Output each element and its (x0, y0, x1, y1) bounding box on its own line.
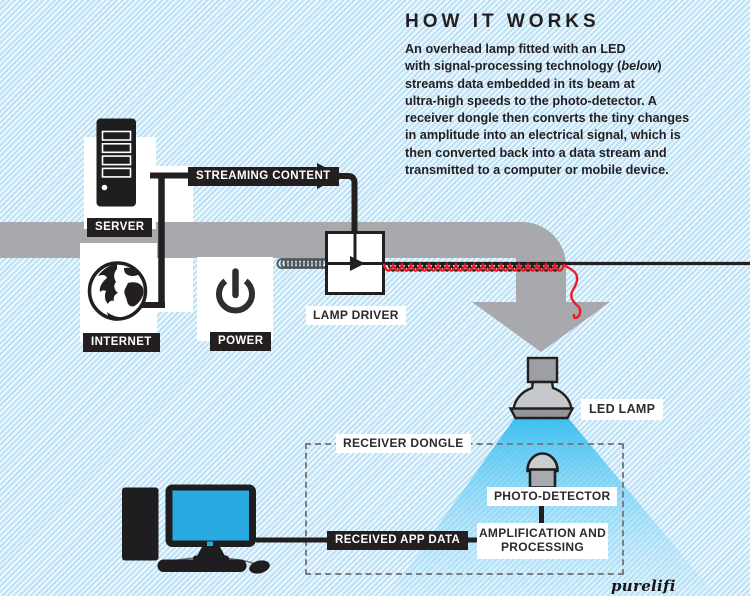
intro-text-italic: below (621, 59, 658, 74)
power-label: POWER (210, 332, 272, 351)
intro-paragraph: An overhead lamp fitted with an LED with… (405, 41, 740, 179)
power-box (197, 257, 273, 341)
streaming-content-label: STREAMING CONTENT (188, 167, 339, 186)
lamp-driver-label: LAMP DRIVER (306, 306, 406, 325)
amplification-processing-label: AMPLIFICATION AND PROCESSING (477, 523, 608, 559)
lamp-driver-component (325, 231, 385, 295)
page-title: HOW IT WORKS (405, 11, 600, 32)
coil-wire-icon (276, 257, 332, 269)
receiver-dongle-label: RECEIVER DONGLE (336, 434, 471, 453)
led-lamp-label: LED LAMP (581, 399, 664, 420)
red-signal-wire-icon (382, 261, 582, 320)
monitor-screen (172, 490, 249, 541)
connector-gutter (154, 166, 193, 312)
internet-box (80, 243, 157, 342)
intro-text-2: ) streams data embedded in its beam at u… (405, 59, 690, 178)
internet-label: INTERNET (83, 333, 160, 352)
photo-detector-label: PHOTO-DETECTOR (487, 487, 618, 506)
intro-text-1: An overhead lamp fitted with an LED with… (405, 42, 626, 74)
server-label: SERVER (87, 218, 153, 237)
spotlight-lamp-icon (508, 356, 575, 420)
desktop-computer-icon (122, 484, 270, 574)
purelifi-logo: purelifi (611, 577, 676, 595)
received-app-data-label: RECEIVED APP DATA (327, 531, 469, 550)
server-box (84, 137, 156, 229)
black-twist-wire (387, 262, 561, 272)
